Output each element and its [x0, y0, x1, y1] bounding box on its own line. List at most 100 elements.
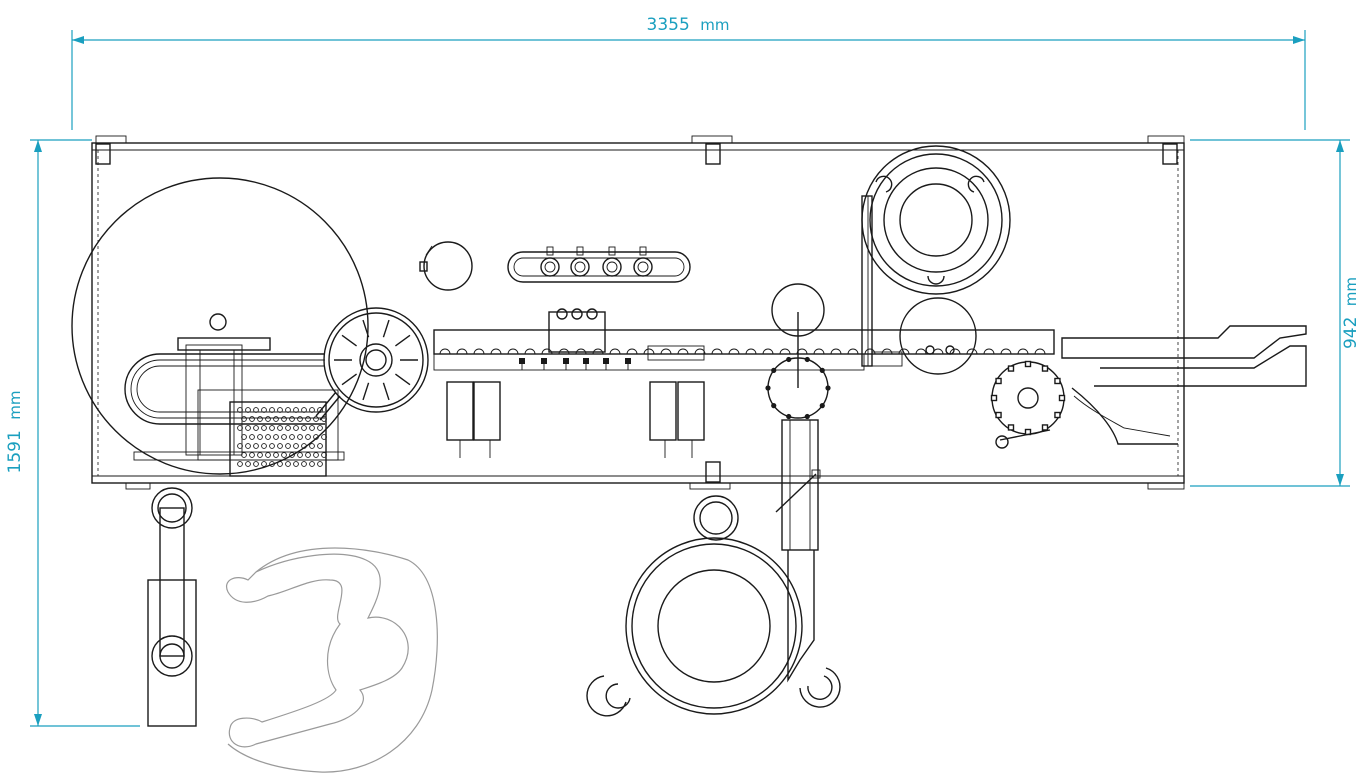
plate-hole: [285, 443, 291, 449]
capping-pocket: [771, 403, 777, 409]
valve: [563, 358, 569, 364]
plate-hole: [313, 416, 319, 422]
plate-hole: [301, 443, 307, 449]
labeler-pocket: [1007, 365, 1015, 372]
conveyor-pocket: [881, 348, 893, 355]
plate-hole: [249, 416, 255, 422]
plate-hole: [289, 434, 295, 440]
labeler-pocket: [1058, 394, 1066, 402]
valve: [541, 358, 547, 364]
capping-pocket: [765, 385, 771, 391]
conveyor-pocket: [830, 348, 842, 355]
labeler-pocket: [1041, 365, 1049, 372]
nozzle: [540, 257, 560, 277]
conveyor-pocket: [813, 348, 825, 355]
plate-hole: [269, 407, 275, 413]
nozzle-core: [606, 261, 618, 273]
plate-hole: [313, 434, 319, 440]
star-slot: [382, 382, 390, 401]
filling-head: [519, 308, 631, 370]
labeler-star-wheel: [990, 360, 1066, 449]
plate-hole: [293, 407, 299, 413]
plate-hole: [253, 443, 259, 449]
cap-hopper: [586, 495, 841, 717]
plate-hole: [309, 461, 315, 467]
valve: [583, 358, 589, 364]
plate-hole: [293, 425, 299, 431]
conveyor-pocket: [456, 348, 468, 355]
conveyor-pocket: [507, 348, 519, 355]
plate-hole: [253, 461, 259, 467]
capping-pocket: [771, 367, 777, 373]
conveyor-pocket: [779, 348, 791, 355]
labeler-pocket: [1054, 411, 1061, 419]
conveyor-pocket: [694, 348, 706, 355]
conveyor-pocket: [524, 348, 536, 355]
labeler-pocket: [1041, 424, 1049, 431]
labeler-pocket: [1007, 424, 1015, 431]
width-value: 3355: [647, 15, 690, 35]
plate-hole: [321, 452, 327, 458]
plate-hole: [269, 461, 275, 467]
frame-depth-value: 942: [1341, 317, 1361, 349]
plate-hole: [305, 452, 311, 458]
plate-hole: [241, 416, 247, 422]
plate-hole: [297, 434, 303, 440]
conveyor-pocket: [439, 348, 451, 355]
plate-hole: [301, 461, 307, 467]
plate-hole: [245, 407, 251, 413]
plate-hole: [261, 407, 267, 413]
nozzle-core: [637, 261, 649, 273]
conveyor-pocket: [660, 348, 672, 355]
nozzle-stem: [546, 246, 554, 256]
conveyor-pocket: [728, 348, 740, 355]
nozzle-core: [544, 261, 556, 273]
plate-hole: [305, 416, 311, 422]
cap-sorter-bowl: [861, 145, 1011, 367]
conveyor-pocket: [1034, 348, 1046, 355]
svg-text:942 mm: 942 mm: [1341, 277, 1361, 349]
plate-hole: [237, 407, 243, 413]
plate-hole: [253, 407, 259, 413]
labeler-pocket: [990, 394, 998, 402]
svg-text:3355 mm: 3355 mm: [647, 15, 730, 35]
star-slot: [341, 334, 357, 347]
conveyor-pocket: [1017, 348, 1029, 355]
plate-hole: [277, 407, 283, 413]
plate-hole: [257, 434, 263, 440]
capping-pocket: [786, 356, 792, 363]
plate-hole: [273, 434, 279, 440]
plate-hole: [293, 461, 299, 467]
plate-hole: [265, 452, 271, 458]
plate-hole: [241, 452, 247, 458]
conveyor-pocket: [626, 348, 638, 355]
plate-hole: [273, 452, 279, 458]
plate-hole: [285, 425, 291, 431]
labeler-pocket: [995, 377, 1002, 385]
plate-hole: [305, 434, 311, 440]
top-sensor-round: [419, 241, 473, 291]
conveyor-pocket: [711, 348, 723, 355]
nozzle-core: [574, 261, 586, 273]
nozzle-rail-top: [507, 246, 691, 283]
plate-hole: [297, 416, 303, 422]
plate-hole: [237, 461, 243, 467]
plate-hole: [313, 452, 319, 458]
plate-hole: [317, 407, 323, 413]
plate-hole: [309, 425, 315, 431]
nozzle-stem: [639, 246, 647, 256]
labeler-pocket: [1024, 360, 1032, 368]
conveyor-pocket: [473, 348, 485, 355]
valve: [625, 358, 631, 364]
plate-hole: [281, 434, 287, 440]
plate-hole: [253, 425, 259, 431]
plate-hole: [281, 452, 287, 458]
conveyor-pocket: [762, 348, 774, 355]
plate-hole: [277, 443, 283, 449]
plate-hole: [245, 443, 251, 449]
svg-text:1591 mm: 1591 mm: [5, 391, 25, 474]
star-slot: [341, 373, 357, 386]
plate-hole: [289, 452, 295, 458]
plate-hole: [273, 416, 279, 422]
